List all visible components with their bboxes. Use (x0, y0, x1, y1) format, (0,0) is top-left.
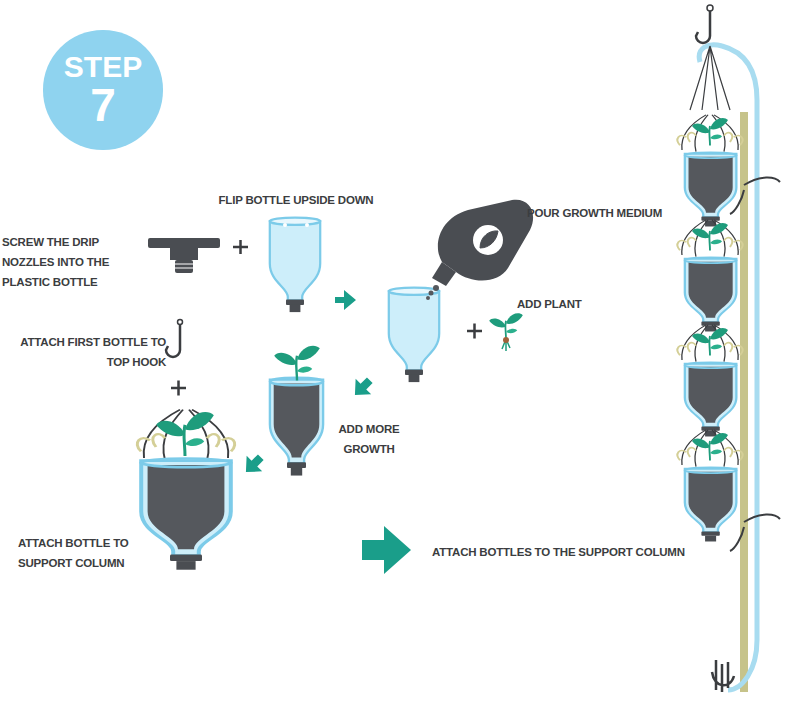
step-arrow (335, 290, 356, 310)
bottle (270, 218, 320, 313)
plant (156, 412, 214, 456)
instruction-label: ADD MORE GROWTH (330, 419, 408, 459)
instruction-label: POUR GROWTH MEDIUM (527, 203, 687, 223)
seedling (489, 313, 523, 351)
step-number: 7 (90, 82, 116, 128)
instruction-label: SCREW THE DRIP NOZZLES INTO THE PLASTIC … (2, 232, 144, 292)
instruction-label: ATTACH BOTTLES TO THE SUPPORT COLUMN (432, 542, 702, 562)
bottle-hole (283, 223, 287, 227)
plus-sign (467, 324, 482, 339)
step-arrow (347, 372, 377, 402)
plant (274, 346, 320, 381)
hanging-cage (137, 410, 234, 461)
instruction-label: ATTACH FIRST BOTTLE TO TOP HOOK (20, 332, 166, 372)
bottle (389, 288, 439, 383)
planted-bottle (141, 458, 231, 569)
step-arrow (362, 526, 411, 574)
drip-nozzle (148, 238, 220, 273)
plus-sign (171, 381, 186, 396)
instruction-label: ADD PLANT (517, 294, 617, 314)
tower-bottles (678, 115, 743, 542)
vertical-garden (690, 5, 780, 692)
step-badge: STEP7 (43, 30, 162, 149)
planted-bottle (270, 378, 323, 476)
hook (166, 320, 183, 358)
plus-sign (233, 240, 248, 254)
step-arrow (238, 449, 268, 479)
step-word: STEP (64, 52, 142, 82)
growth-medium-bag (426, 200, 533, 300)
instruction-label: ATTACH BOTTLE TO SUPPORT COLUMN (18, 533, 138, 573)
bottle-hole (305, 223, 309, 227)
instruction-label: FLIP BOTTLE UPSIDE DOWN (196, 190, 396, 210)
